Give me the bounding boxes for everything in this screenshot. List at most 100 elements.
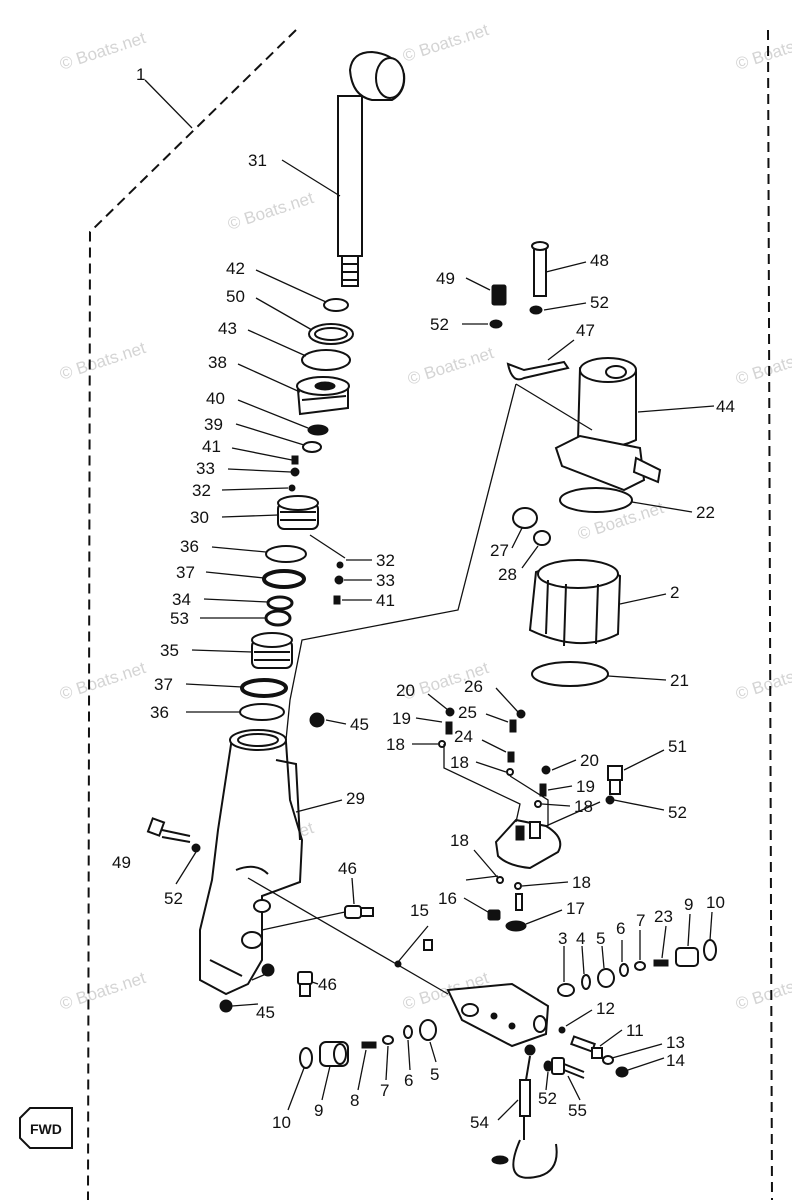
o-ring-6b [403, 1025, 413, 1039]
motor-assembly [285, 241, 662, 741]
fwd-label: FWD [30, 1121, 62, 1137]
callout-4: 4 [576, 929, 585, 948]
callout-38: 38 [208, 353, 227, 372]
callout-26: 26 [464, 677, 483, 696]
callout-46: 46 [318, 975, 337, 994]
callout-47: 47 [576, 321, 595, 340]
callout-18: 18 [450, 753, 469, 772]
pin-41 [291, 455, 299, 465]
screw-45a [309, 712, 325, 728]
callout-52: 52 [538, 1089, 557, 1108]
ball-32 [288, 484, 296, 492]
callout-31: 31 [248, 151, 267, 170]
callout-52: 52 [668, 803, 687, 822]
callout-10: 10 [706, 893, 725, 912]
callout-49: 49 [112, 853, 131, 872]
callout-46: 46 [338, 859, 357, 878]
callout-33: 33 [196, 459, 215, 478]
watermark: © Boats.net [405, 343, 496, 389]
callout-18: 18 [574, 797, 593, 816]
callout-41: 41 [202, 437, 221, 456]
callout-27: 27 [490, 541, 509, 560]
callout-44: 44 [716, 397, 735, 416]
o-ring-36b [239, 703, 285, 721]
callout-18: 18 [572, 873, 591, 892]
piston [251, 632, 293, 669]
plug-53 [264, 609, 292, 627]
callout-35: 35 [160, 641, 179, 660]
callout-23: 23 [654, 907, 673, 926]
callout-54: 54 [470, 1113, 489, 1132]
watermark: © Boats.net [733, 968, 792, 1014]
callout-42: 42 [226, 259, 245, 278]
tilt-motor [554, 357, 662, 492]
washer-52c [605, 795, 615, 805]
callout-34: 34 [172, 590, 191, 609]
backup-ring-37b [240, 678, 288, 698]
callout-37: 37 [176, 563, 195, 582]
callout-22: 22 [696, 503, 715, 522]
pump-assembly [247, 877, 717, 1179]
bolt-49a [491, 284, 507, 306]
cap-14 [615, 1066, 629, 1078]
callout-12: 12 [596, 999, 615, 1018]
callout-15: 15 [410, 901, 429, 920]
o-ring-22 [559, 487, 633, 513]
reservoir [528, 559, 622, 647]
watermark: © Boats.net [400, 20, 491, 66]
pin-15 [423, 939, 433, 951]
o-ring-36a [265, 545, 307, 563]
callout-10: 10 [272, 1113, 291, 1132]
plug-9b [319, 1041, 349, 1067]
callout-29: 29 [346, 789, 365, 808]
bolt-55 [551, 1057, 585, 1079]
screw-46b [297, 971, 313, 997]
o-ring-7a [634, 961, 646, 971]
callout-8: 8 [350, 1091, 359, 1110]
callout-52: 52 [590, 293, 609, 312]
callout-52: 52 [164, 889, 183, 908]
callout-21: 21 [670, 671, 689, 690]
callout-30: 30 [190, 508, 209, 527]
hose-54 [491, 1044, 558, 1179]
o-ring-42 [323, 298, 349, 312]
cylinder-cap [296, 376, 350, 416]
callout-13: 13 [666, 1033, 685, 1052]
ring-4 [581, 974, 591, 990]
callout-40: 40 [206, 389, 225, 408]
callout-7: 7 [380, 1081, 389, 1100]
callout-50: 50 [226, 287, 245, 306]
callout-36: 36 [180, 537, 199, 556]
spring-23 [653, 959, 669, 967]
plug-9a [675, 947, 699, 967]
lead-wire-47 [506, 360, 570, 381]
watermark: © Boats.net [733, 343, 792, 389]
check-valve-5a [597, 968, 615, 988]
plug-3 [557, 983, 575, 997]
watermark: © Boats.net [225, 188, 316, 234]
callout-5: 5 [596, 929, 605, 948]
o-ring-13 [602, 1055, 614, 1065]
callout-labels: 31 42 50 43 38 40 39 41 33 32 30 36 37 3… [112, 151, 735, 1132]
spring-33 [290, 467, 300, 477]
callout-53: 53 [170, 609, 189, 628]
valve-housing [494, 818, 562, 870]
callout-32: 32 [192, 481, 211, 500]
callout-11: 11 [626, 1021, 644, 1040]
backup-ring-37a [262, 569, 306, 589]
callout-leaders [175, 159, 715, 1121]
washer-52d [191, 843, 201, 853]
callout-9: 9 [684, 895, 693, 914]
screw-45b [261, 963, 275, 977]
watermark: © Boats.net [733, 658, 792, 704]
callout-18: 18 [386, 735, 405, 754]
callout-43: 43 [218, 319, 237, 338]
callout-45: 45 [350, 715, 369, 734]
washer-52e [543, 1060, 553, 1072]
callout-39: 39 [204, 415, 223, 434]
o-ring-28 [533, 530, 551, 546]
callout-16: 16 [438, 889, 457, 908]
bolt-48 [533, 243, 547, 297]
washer-52b [489, 319, 503, 329]
callout-41: 41 [376, 591, 395, 610]
